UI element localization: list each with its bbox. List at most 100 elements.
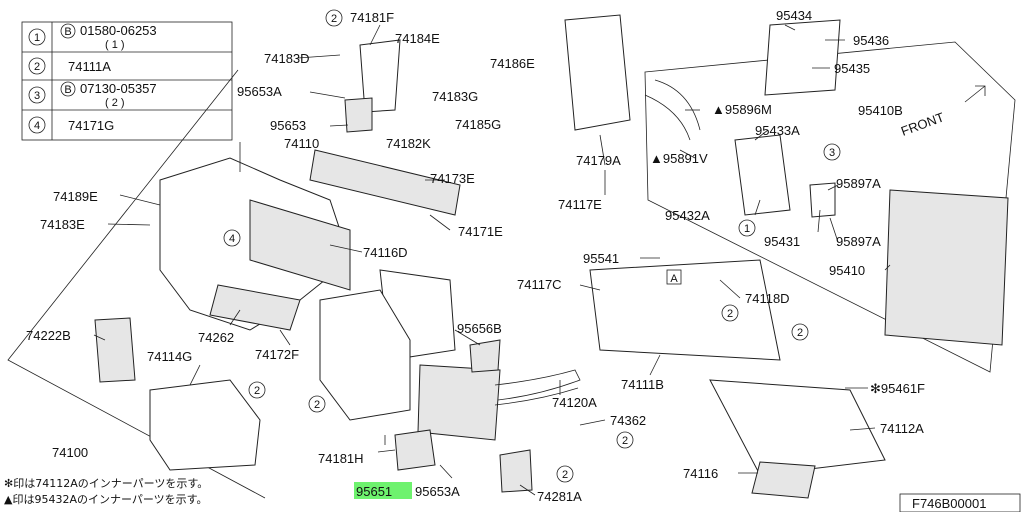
legend-num: 4 xyxy=(34,120,40,132)
front-label: FRONT xyxy=(899,109,946,138)
leader-line xyxy=(439,464,453,479)
actuator-95651 xyxy=(394,429,436,471)
part-label: 74172F xyxy=(255,347,299,362)
part-label: 74111B xyxy=(621,377,664,392)
leader-line xyxy=(849,427,876,431)
callout-num: 3 xyxy=(829,147,835,159)
leader-line xyxy=(827,184,839,191)
legend-qty: ( 1 ) xyxy=(105,39,125,51)
legend-part: 74171G xyxy=(68,118,114,133)
legend-prefix: B xyxy=(64,84,71,96)
callout-num: 2 xyxy=(797,327,803,339)
callout-circle xyxy=(28,28,46,46)
part-label: 74110 xyxy=(284,136,319,151)
evaporator-95410 xyxy=(884,189,1009,346)
part-label: 95653A xyxy=(415,484,460,499)
bracket-74281A xyxy=(499,449,533,493)
leader-line xyxy=(229,309,241,326)
part-label: 74181F xyxy=(350,10,394,25)
legend-part: 01580-06253 xyxy=(80,23,157,38)
part-label: 74182K xyxy=(386,136,431,151)
part-label: 95656B xyxy=(457,321,502,336)
part-label: 95432A xyxy=(665,208,710,223)
leader-line xyxy=(649,354,661,376)
leader-line xyxy=(829,217,839,243)
leader-line xyxy=(107,223,151,226)
evaporator-case-74111B xyxy=(589,259,781,361)
leader-line xyxy=(189,364,201,386)
part-label: 74118D xyxy=(745,291,790,306)
front-arrow xyxy=(964,85,986,103)
callout-circle xyxy=(556,465,574,483)
heater-pipe xyxy=(494,369,581,401)
heater-pipe xyxy=(494,387,579,406)
callout-num: 2 xyxy=(622,435,628,447)
legend-num: 3 xyxy=(34,90,40,102)
part-label: 74183E xyxy=(40,217,85,232)
part-label: 95410B xyxy=(858,103,903,118)
callout-num: 2 xyxy=(331,13,337,25)
callout-letter: A xyxy=(670,273,678,285)
bolt-prefix-circle xyxy=(60,23,76,39)
leader-line xyxy=(329,124,349,127)
legend-border xyxy=(21,21,233,141)
valve-95434 xyxy=(764,19,841,96)
callout-num: 4 xyxy=(229,233,235,245)
part-label: 95897A xyxy=(836,234,881,249)
link-74181F xyxy=(359,39,401,113)
part-label: 74100 xyxy=(52,445,88,460)
part-label: 95436 xyxy=(853,33,889,48)
heater-core xyxy=(417,364,501,441)
leader-line xyxy=(579,284,601,291)
diagram-code: F746B00001 xyxy=(912,496,986,511)
leader-line xyxy=(784,24,796,31)
leader-line xyxy=(519,484,536,496)
part-label: 74183D xyxy=(264,51,310,66)
leader-line xyxy=(329,244,363,253)
part-labels: 95434 95436 95435 95410B FRONT ▲95896M 9… xyxy=(26,8,946,504)
part-shapes xyxy=(94,14,1009,499)
sensor-95656B xyxy=(469,339,501,373)
duct-74173E xyxy=(309,149,461,216)
callout-circle xyxy=(721,304,739,322)
callout-num: 1 xyxy=(744,223,750,235)
bolt-prefix-circle xyxy=(60,81,76,97)
part-label: 74116D xyxy=(363,245,408,260)
leader-line xyxy=(599,134,606,166)
part-label: 74189E xyxy=(53,189,98,204)
part-label: 95653A xyxy=(237,84,282,99)
part-label: 95410 xyxy=(829,263,865,278)
legend-num: 1 xyxy=(34,32,40,44)
pad-74116 xyxy=(751,461,816,499)
callout-circle xyxy=(738,219,756,237)
part-label: 95433A xyxy=(755,123,800,138)
leader-line xyxy=(429,214,451,231)
refrigerant-hose xyxy=(644,94,691,141)
code-box xyxy=(899,493,1021,512)
leader-line xyxy=(754,129,769,141)
refrigerant-hose xyxy=(654,79,701,131)
footnote: ✻印は74112Aのインナーパーツを示す。 xyxy=(4,477,208,490)
legend-prefix: B xyxy=(64,26,71,38)
leader-line xyxy=(377,449,396,453)
leader-line xyxy=(579,419,606,426)
callout-circle xyxy=(823,143,841,161)
callout-circle xyxy=(308,395,326,413)
expansion-valve-95431 xyxy=(809,182,836,218)
callout-circle xyxy=(248,381,266,399)
actuator-95653 xyxy=(344,97,373,133)
part-label: 95435 xyxy=(834,61,870,76)
leader-line xyxy=(884,264,891,271)
part-label: 74120A xyxy=(552,395,597,410)
callout-num: 2 xyxy=(562,469,568,481)
part-label: 74362 xyxy=(610,413,646,428)
part-label-highlighted: 95651 xyxy=(356,484,392,499)
callouts: 2 4 2 2 2 2 2 2 3 1 A xyxy=(223,9,841,483)
bracket-74222B xyxy=(94,317,136,383)
legend-part: 74111A xyxy=(68,59,111,74)
part-label: 95434 xyxy=(776,8,812,23)
leader-line xyxy=(309,91,346,99)
part-label: 74181H xyxy=(318,451,364,466)
callout-circle xyxy=(325,9,343,27)
